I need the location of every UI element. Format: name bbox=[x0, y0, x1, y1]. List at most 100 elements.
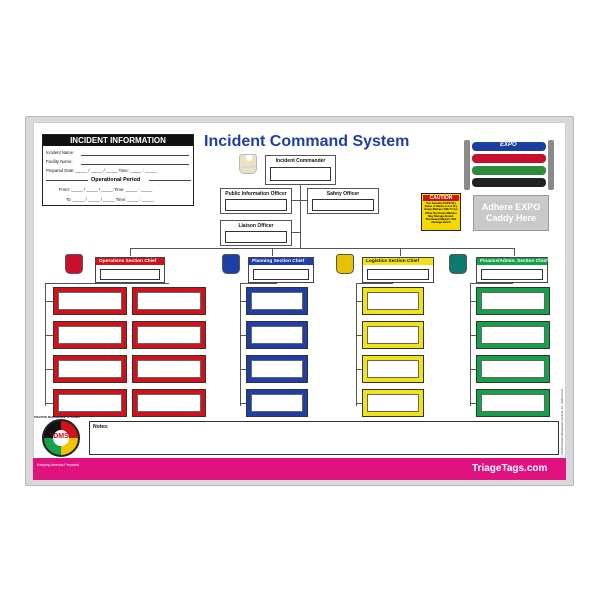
logistics-section-chief-unit-slot bbox=[362, 287, 424, 315]
unit-slot-field bbox=[58, 394, 122, 412]
op-rule-left bbox=[46, 180, 88, 181]
finance-drop bbox=[514, 248, 515, 256]
prepared-date-label: Prepared Date: _____ / _____ / _____ Tim… bbox=[46, 168, 157, 173]
page-title: Incident Command System bbox=[204, 133, 410, 150]
expo-marker-holder: EXPO bbox=[464, 140, 554, 192]
op-rule-right bbox=[149, 180, 191, 181]
safety-officer-block: Safety Officer bbox=[307, 188, 379, 214]
pio-connector bbox=[292, 200, 307, 201]
safety-officer-slot bbox=[312, 199, 374, 211]
unit-slot-field bbox=[481, 394, 545, 412]
operations-section-chief-unit-connector bbox=[45, 301, 53, 302]
expo-brand-label: EXPO bbox=[500, 142, 517, 148]
liaison-officer-label: Liaison Officer bbox=[238, 223, 274, 229]
incident-name-label: Incident Name: bbox=[46, 150, 75, 155]
logistics-section-chief-unit-connector bbox=[356, 403, 362, 404]
logistics-section-chief-unit-connector bbox=[356, 369, 362, 370]
finance-admin-section-chief-tree-line bbox=[470, 283, 471, 406]
logistics-section-chief-tree-line bbox=[356, 283, 357, 406]
operations-section-chief-unit-slot bbox=[53, 287, 127, 315]
operations-section-chief-unit-slot bbox=[132, 321, 206, 349]
facility-name-line bbox=[81, 164, 189, 165]
footer-url: TriageTags.com bbox=[472, 463, 548, 474]
from-label: From: _____ / _____ / _____ Time: _____ … bbox=[59, 187, 153, 192]
finance-admin-section-chief-unit-slot bbox=[476, 287, 550, 315]
planning-section-chief-unit-slot bbox=[246, 287, 308, 315]
logistics-section-chief-tree-top bbox=[356, 283, 393, 284]
green-marker bbox=[472, 166, 546, 175]
unit-slot-field bbox=[367, 326, 419, 344]
general-staff-bar bbox=[130, 248, 515, 249]
pink-footer-band bbox=[33, 458, 566, 480]
finance-admin-section-chief-unit-connector bbox=[470, 369, 476, 370]
operations-section-chief-unit-connector bbox=[45, 369, 53, 370]
incident-commander-label: Incident Commander bbox=[275, 158, 326, 164]
logistics-section-chief-unit-connector bbox=[356, 335, 362, 336]
logistics-section-chief-label: Logistics Section Chief bbox=[363, 258, 433, 265]
planning-section-chief-label: Planning Section Chief bbox=[249, 258, 313, 265]
pio-slot bbox=[225, 199, 287, 211]
unit-slot-field bbox=[58, 292, 122, 310]
unit-slot-field bbox=[367, 360, 419, 378]
planning-section-chief-unit-slot bbox=[246, 389, 308, 417]
blue-marker bbox=[472, 142, 546, 151]
operations-section-chief-tree-top bbox=[45, 283, 169, 284]
dms-logo-ring-text: DISASTER MANAGEMENT SYSTEMS bbox=[34, 416, 80, 419]
planning-section-chief-unit-connector bbox=[240, 301, 246, 302]
finance-admin-section-chief-block: Finance/Admin. Section Chief bbox=[476, 257, 548, 283]
notes-area: Notes: bbox=[89, 421, 559, 455]
finance-admin-section-chief-unit-slot bbox=[476, 389, 550, 417]
incident-information-panel: INCIDENT INFORMATION Incident Name: Faci… bbox=[42, 134, 194, 206]
liaison-officer-slot bbox=[225, 231, 287, 243]
logistics-section-chief-unit-connector bbox=[356, 301, 362, 302]
unit-slot-field bbox=[367, 292, 419, 310]
footer-copyright: ©2016 Disaster Management Systems, Inc. … bbox=[561, 388, 564, 455]
finance-admin-section-chief-vest-icon bbox=[449, 254, 467, 274]
logistics-section-chief-unit-slot bbox=[362, 321, 424, 349]
dms-logo: DMS bbox=[42, 419, 80, 457]
logistics-section-chief-block: Logistics Section Chief bbox=[362, 257, 434, 283]
planning-section-chief-vest-icon bbox=[222, 254, 240, 274]
operations-section-chief-label: Operations Section Chief bbox=[96, 258, 164, 265]
logistics-section-chief-vest-icon bbox=[336, 254, 354, 274]
finance-admin-section-chief-unit-slot bbox=[476, 355, 550, 383]
operations-section-chief-vest-icon bbox=[65, 254, 83, 274]
operations-section-chief-unit-slot bbox=[53, 321, 127, 349]
operations-section-chief-unit-connector bbox=[45, 335, 53, 336]
planning-section-chief-tree-line bbox=[240, 283, 241, 406]
dms-logo-center bbox=[53, 430, 69, 446]
caution-box: CAUTION Use Genuine EXPO Dry Erase or Ma… bbox=[421, 193, 461, 231]
caution-heading: CAUTION bbox=[423, 195, 459, 201]
incident-information-heading: INCIDENT INFORMATION bbox=[43, 135, 193, 146]
to-label: To: _____ / _____ / _____ Time: _____ : … bbox=[66, 197, 155, 202]
unit-slot-field bbox=[251, 394, 303, 412]
facility-name-label: Facility Name: bbox=[46, 159, 73, 164]
operations-section-chief-unit-slot bbox=[132, 389, 206, 417]
unit-slot-field bbox=[137, 326, 201, 344]
unit-slot-field bbox=[251, 326, 303, 344]
planning-section-chief-unit-connector bbox=[240, 335, 246, 336]
planning-section-chief-unit-slot bbox=[246, 355, 308, 383]
finance-admin-section-chief-slot bbox=[481, 269, 543, 280]
unit-slot-field bbox=[367, 394, 419, 412]
finance-admin-section-chief-unit-connector bbox=[470, 403, 476, 404]
finance-admin-section-chief-tree-top bbox=[470, 283, 513, 284]
unit-slot-field bbox=[137, 394, 201, 412]
incident-commander-block: Incident Commander bbox=[265, 155, 336, 185]
marker-holder-rail bbox=[464, 140, 470, 190]
planning-section-chief-unit-connector bbox=[240, 369, 246, 370]
command-stem bbox=[300, 185, 301, 248]
liaison-officer-block: Liaison Officer bbox=[220, 220, 292, 246]
unit-slot-field bbox=[251, 360, 303, 378]
ops-drop bbox=[130, 248, 131, 256]
caution-body: Use Genuine EXPO Dry Erase or Marks-A-Lo… bbox=[424, 202, 458, 225]
dms-logo-letters: DMS bbox=[53, 433, 69, 440]
notes-label: Notes: bbox=[93, 424, 109, 430]
dms-tagline: Keeping America Prepared bbox=[37, 463, 79, 467]
liaison-connector bbox=[292, 232, 300, 233]
planning-section-chief-unit-slot bbox=[246, 321, 308, 349]
operations-section-chief-block: Operations Section Chief bbox=[95, 257, 165, 283]
commander-vest-icon bbox=[239, 154, 257, 174]
expo-caddy-placeholder: Adhere EXPO Caddy Here bbox=[473, 195, 549, 231]
unit-slot-field bbox=[251, 292, 303, 310]
